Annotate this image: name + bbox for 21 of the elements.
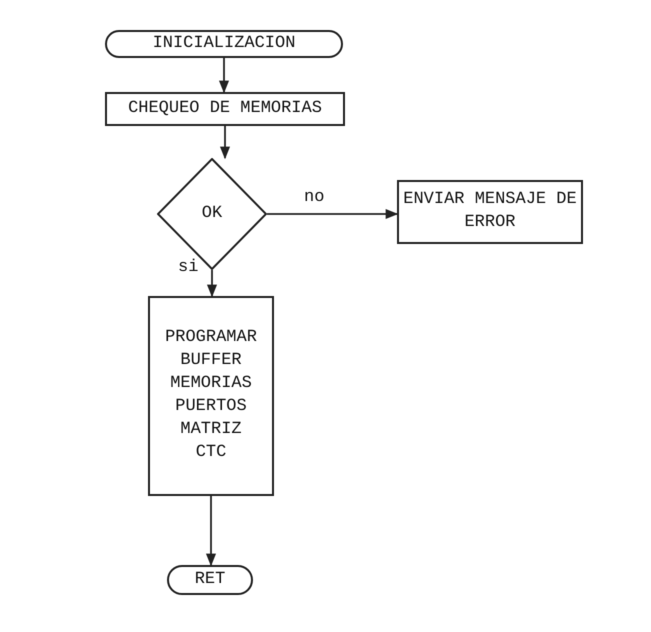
terminal-box bbox=[167, 565, 253, 595]
node-text: BUFFER bbox=[180, 350, 242, 372]
process-box bbox=[397, 180, 583, 244]
node-text: PUERTOS bbox=[175, 396, 247, 418]
node-text: MATRIZ bbox=[180, 418, 242, 441]
arrow bbox=[206, 270, 218, 298]
node-text: CTC bbox=[196, 442, 226, 464]
arrow bbox=[220, 126, 230, 160]
arrow bbox=[267, 208, 398, 220]
process-box bbox=[148, 296, 274, 496]
node-text: ENVIAR MENSAJE DE ERROR bbox=[402, 189, 578, 234]
terminal-box bbox=[105, 30, 343, 58]
arrow bbox=[218, 58, 230, 94]
node-text: CHEQUEO DE MEMORIAS bbox=[128, 98, 322, 120]
node-text: RET bbox=[194, 568, 226, 591]
node-text: PROGRAMAR bbox=[165, 327, 257, 350]
node-text: INICIALIZACION bbox=[152, 32, 296, 55]
process-box bbox=[105, 92, 345, 126]
arrow bbox=[206, 496, 216, 566]
node-text: MEMORIAS bbox=[170, 373, 252, 396]
node-text: OK bbox=[202, 202, 222, 225]
